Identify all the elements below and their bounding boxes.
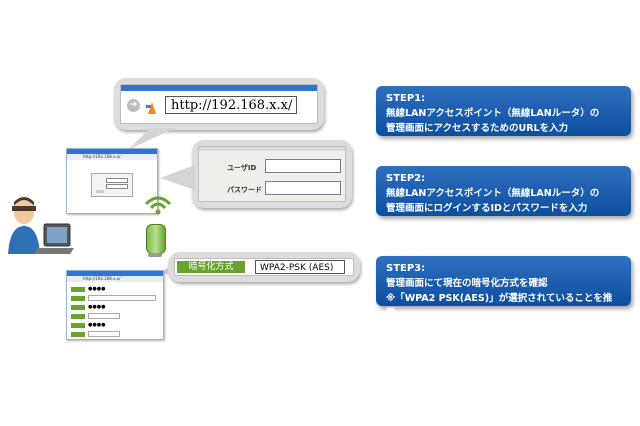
mini-login-form xyxy=(91,173,133,197)
password-input[interactable] xyxy=(265,181,341,195)
browser-logo-icon xyxy=(146,99,158,114)
user-id-input[interactable] xyxy=(265,159,341,173)
back-icon[interactable]: ➔ xyxy=(127,99,140,112)
encryption-callout: 暗号化方式 WPA2-PSK (AES) xyxy=(168,252,360,282)
step1-title: STEP1: xyxy=(386,93,426,104)
login-callout: ユーザID パスワード xyxy=(192,140,352,208)
step2-line1: 無線LANアクセスポイント（無線LANルータ）の xyxy=(386,188,600,199)
mini-masked-value: ●●●● xyxy=(88,286,106,292)
mini-settings-rows: ●●●● ●●●● ●●●● xyxy=(71,285,157,338)
mini-address-bar: http://192.168.x.x/ xyxy=(67,154,157,160)
step1-box: STEP1: 無線LANアクセスポイント（無線LANルータ）の 管理画面にアクセ… xyxy=(376,86,631,136)
encryption-value[interactable]: WPA2-PSK (AES) xyxy=(255,260,345,274)
mini-login-browser: http://192.168.x.x/ xyxy=(66,148,158,214)
encryption-label: 暗号化方式 xyxy=(177,261,245,273)
step3-title: STEP3: xyxy=(386,263,426,274)
access-point-base xyxy=(148,253,162,257)
step2-box: STEP2: 無線LANアクセスポイント（無線LANルータ）の 管理画面にログイ… xyxy=(376,166,631,216)
step2-title: STEP2: xyxy=(386,173,426,184)
address-bar[interactable]: http://192.168.x.x/ xyxy=(165,96,297,114)
mini-settings-browser: http://192.168.x.x/ ●●●● ●●●● ●●●● xyxy=(66,270,164,340)
mini-masked-value: ●●●● xyxy=(88,304,106,310)
step3-line2: ※「WPA2 PSK(AES)」が選択されていることを推奨 xyxy=(386,293,613,319)
wifi-signal-icon xyxy=(144,196,172,215)
password-label: パスワード xyxy=(227,186,262,194)
access-point-icon xyxy=(146,224,166,254)
url-callout: ➔ http://192.168.x.x/ xyxy=(114,78,324,130)
browser-title-bar xyxy=(121,85,317,91)
step1-line1: 無線LANアクセスポイント（無線LANルータ）の xyxy=(386,108,600,119)
person-with-laptop-icon xyxy=(8,197,74,254)
mini-settings-address-bar: http://192.168.x.x/ xyxy=(67,276,163,282)
step3-line1: 管理画面にて現在の暗号化方式を確認 xyxy=(386,278,548,289)
step2-line2: 管理画面にログインするIDとパスワードを入力 xyxy=(386,203,588,214)
mini-masked-value: ●●●● xyxy=(88,322,106,328)
step1-line2: 管理画面にアクセスするためのURLを入力 xyxy=(386,123,569,134)
step3-box: STEP3: 管理画面にて現在の暗号化方式を確認 ※「WPA2 PSK(AES)… xyxy=(376,256,631,319)
user-id-label: ユーザID xyxy=(227,164,257,172)
